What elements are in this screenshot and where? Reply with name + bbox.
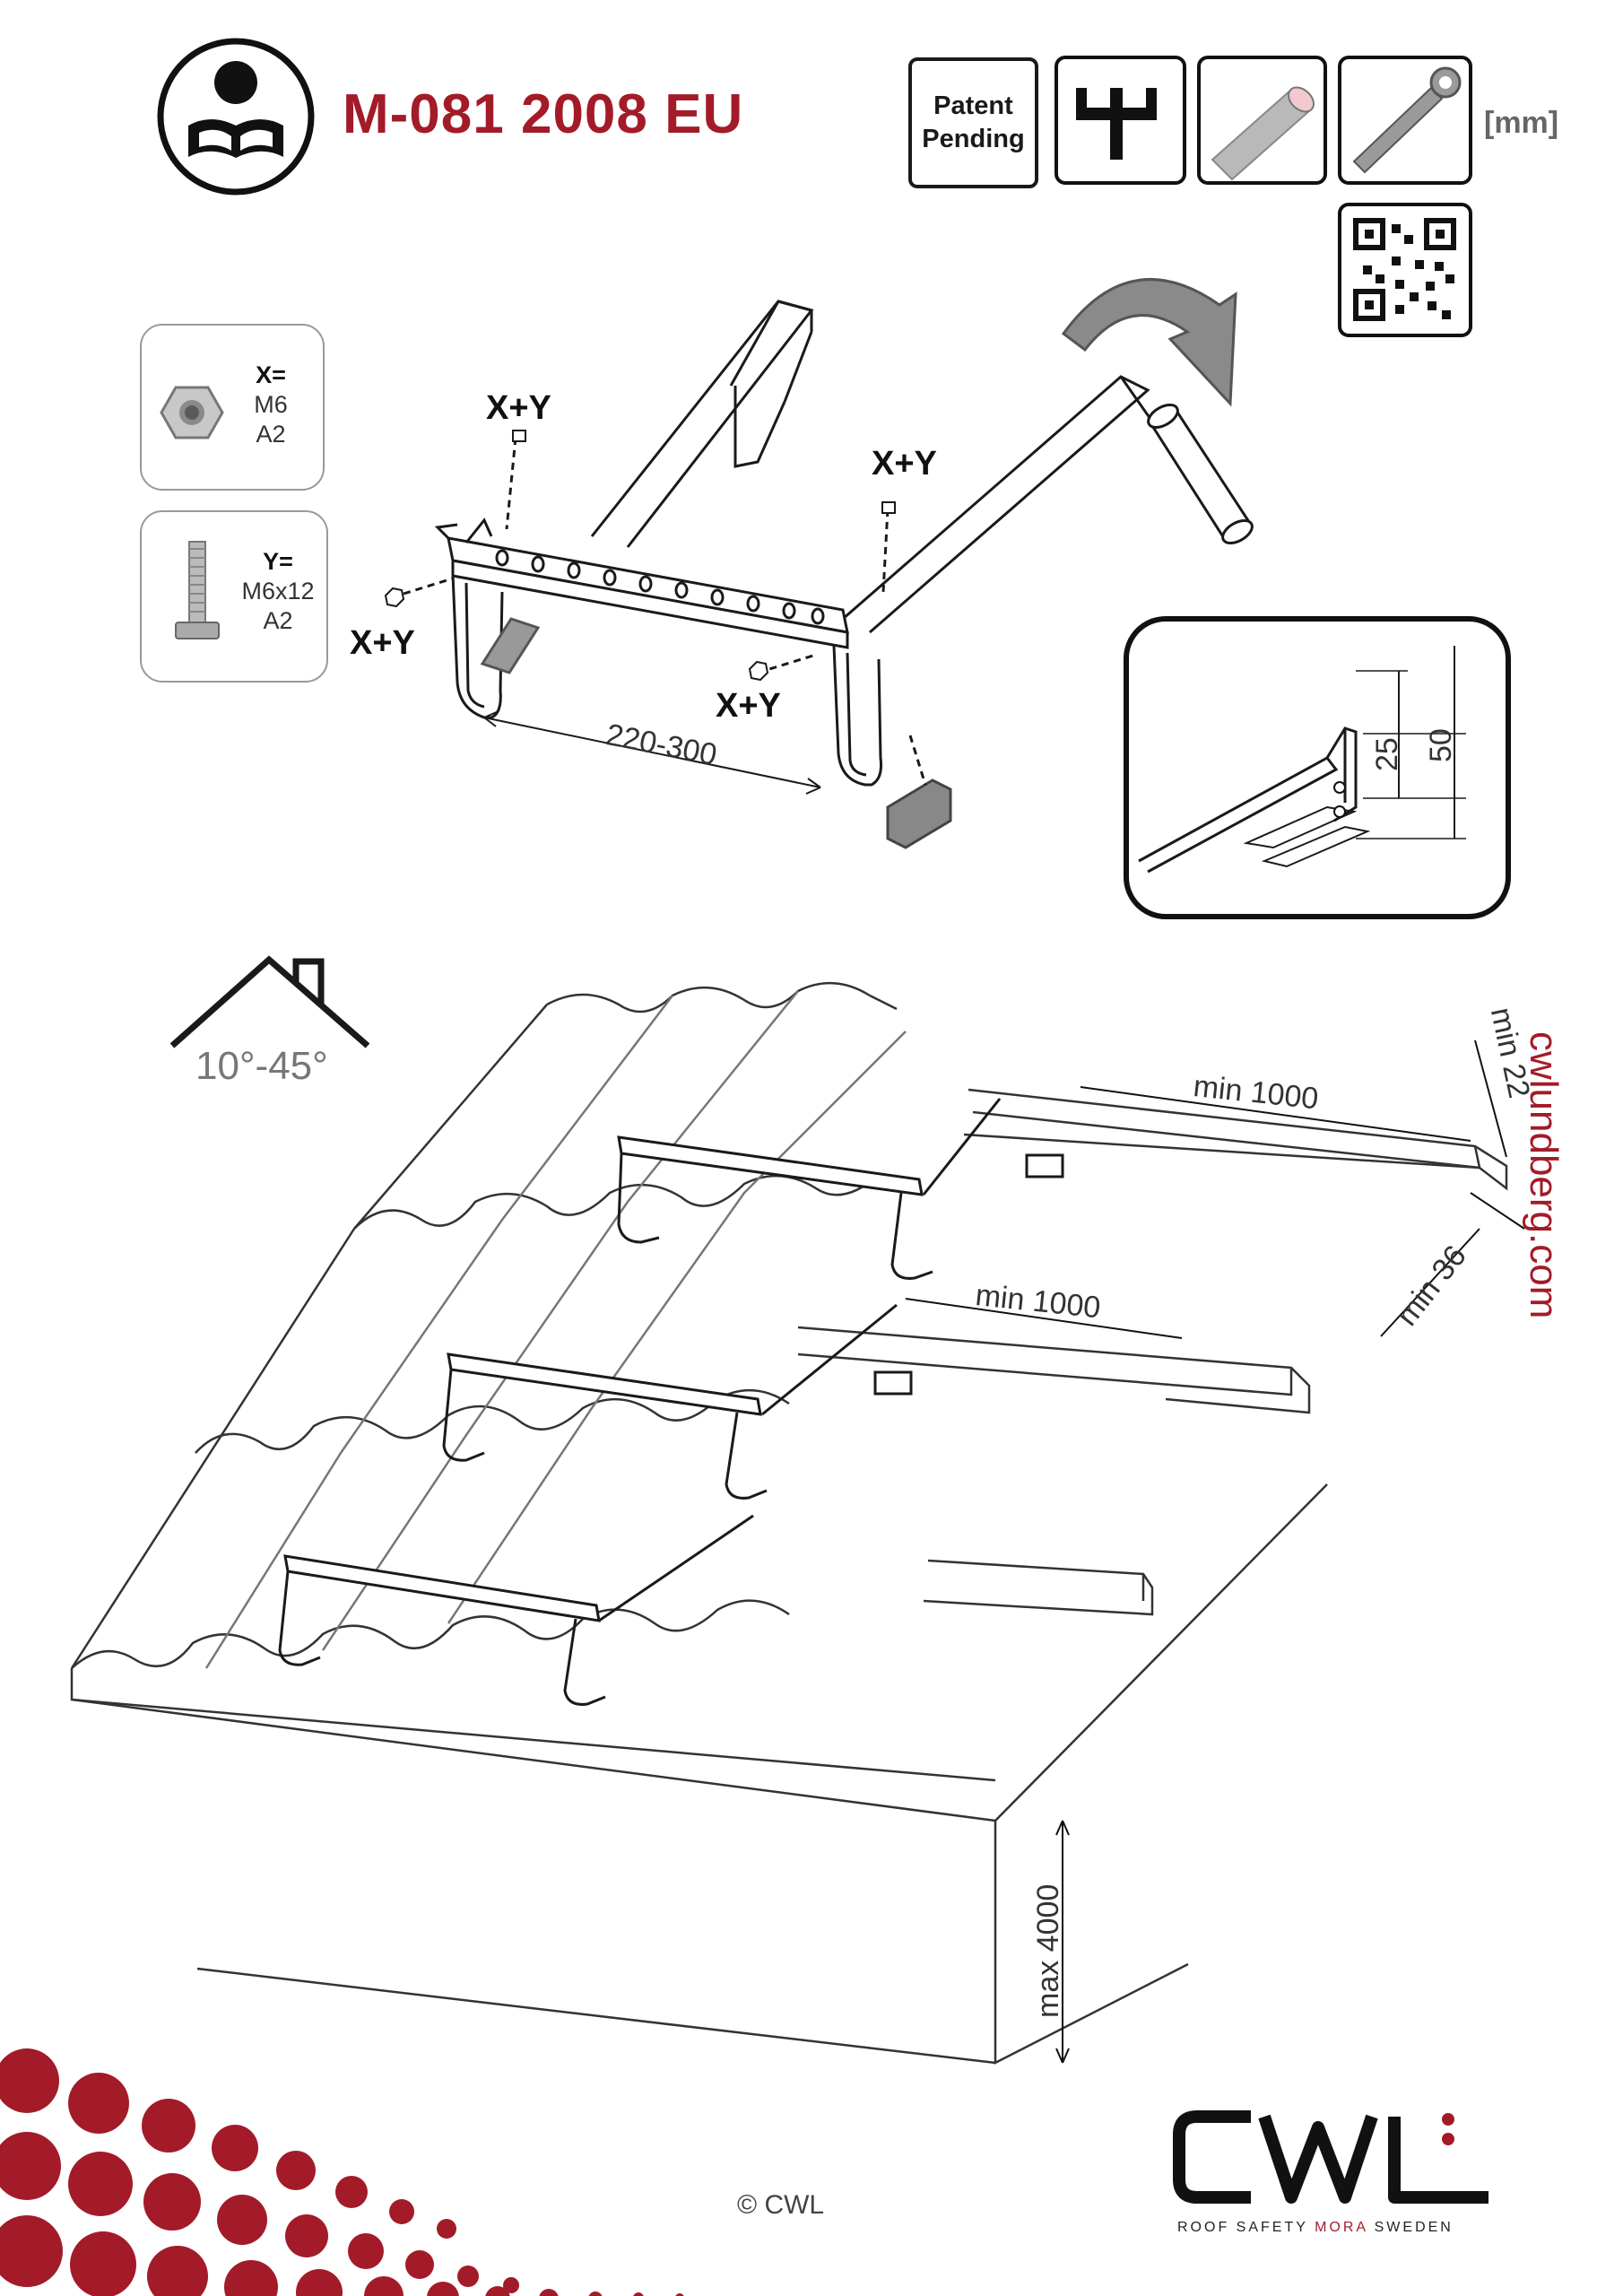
bolt-icon (175, 541, 220, 639)
step-bracket-assembly (403, 300, 1254, 849)
roof-step-1 (617, 1098, 1064, 1280)
rotate-arrow-icon (1061, 278, 1237, 407)
roof-pitch-range: 10°-45° (195, 1044, 328, 1088)
tagline-post: SWEDEN (1367, 2220, 1454, 2235)
nut-key: X= (256, 361, 286, 388)
bolt-material: A2 (263, 607, 293, 634)
t-profile-icon (1055, 56, 1186, 185)
qr-code-icon[interactable] (1338, 203, 1472, 337)
tagline-mora: MORA (1315, 2220, 1368, 2235)
fastener-label-top-right: X+Y (872, 445, 937, 483)
patent-pending-badge: Patent Pending (908, 57, 1038, 188)
bolt-spec: Y= M6x12 A2 (235, 547, 321, 636)
detail-dim-inner: 25 (1370, 737, 1404, 771)
fastener-label-left: X+Y (350, 624, 415, 662)
nut-material: A2 (256, 421, 286, 448)
bolt-key: Y= (263, 548, 293, 575)
copyright: © CWL (737, 2190, 825, 2220)
patent-label: Patent Pending (922, 91, 1025, 153)
read-manual-icon (157, 38, 315, 196)
fastener-label-right: X+Y (716, 687, 781, 725)
roof-scene (70, 981, 1525, 2066)
unit-label: [mm] (1484, 106, 1559, 140)
cwl-logo (1173, 2110, 1488, 2204)
decorative-dots (0, 2048, 684, 2296)
roof-step-2 (442, 1303, 913, 1500)
detail-callout (1124, 616, 1511, 919)
fastener-parts (384, 430, 896, 682)
document-code: M-081 2008 EU (343, 83, 744, 145)
roof-step-3 (278, 1514, 754, 1706)
nut-spec: X= M6 A2 (235, 361, 307, 449)
fastener-label-top-left: X+Y (486, 389, 551, 427)
roof-pitch-icon (169, 955, 370, 1048)
website-link[interactable]: cwlundberg.com (1522, 1031, 1566, 1319)
bolt-size: M6x12 (241, 578, 315, 604)
wrench-icon (1338, 56, 1472, 185)
max-height-dimension: max 4000 (1031, 1883, 1065, 2018)
detail-dim-outer: 50 (1424, 728, 1458, 762)
logo-tagline: ROOF SAFETY MORA SWEDEN (1177, 2220, 1454, 2236)
pipe-icon (1197, 56, 1327, 185)
nut-icon (160, 386, 224, 439)
tagline-pre: ROOF SAFETY (1177, 2220, 1315, 2235)
nut-size: M6 (254, 391, 288, 418)
